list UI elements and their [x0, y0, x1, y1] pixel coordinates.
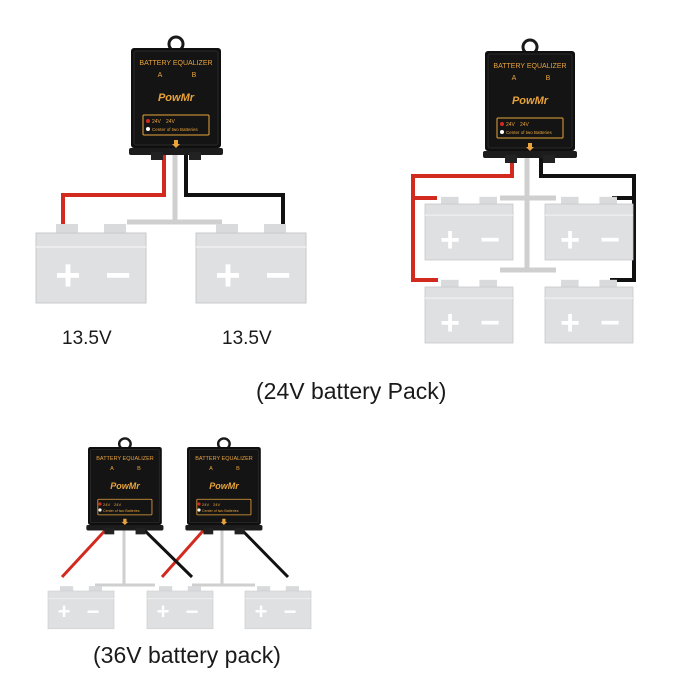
option-dot-icon [146, 127, 150, 131]
positive-wire [411, 148, 514, 282]
option-dot-icon [500, 130, 504, 134]
terminal-a-label: A [512, 75, 517, 82]
positive-wire [61, 150, 166, 228]
terminal-a-label: A [158, 72, 163, 79]
center-note: Center of two Batteries [506, 130, 553, 135]
plus-icon: + [560, 304, 580, 342]
caption-24v-pack: (24V battery Pack) [256, 378, 447, 404]
option-24v-label: 24V [152, 119, 162, 125]
terminal-b-label: B [236, 466, 240, 472]
terminal-b-label: B [137, 466, 141, 472]
plus-icon: + [58, 599, 71, 624]
center-wire [500, 148, 556, 273]
voltage-label-left: 13.5V [62, 328, 112, 349]
terminal-b-label: B [192, 72, 197, 79]
plus-icon: + [157, 599, 170, 624]
minus-icon: − [480, 304, 500, 342]
brand-logo: PowMr [158, 92, 195, 104]
brand-logo: PowMr [209, 481, 239, 491]
positive-wire [60, 521, 212, 579]
brand-logo: PowMr [110, 481, 140, 491]
minus-icon: − [265, 251, 291, 300]
option-dot-icon [146, 119, 150, 123]
minus-icon: − [186, 599, 199, 624]
diagram-36v-pack [47, 437, 312, 630]
device-labels-3b: BATTERY EQUALIZER A B PowMr 24V 24V Cent… [195, 456, 252, 513]
option-24v-b-label: 24V [166, 119, 176, 125]
minus-icon: − [87, 599, 100, 624]
terminal-a-label: A [110, 466, 114, 472]
diagram-24v-pack [411, 38, 636, 344]
center-wire [95, 523, 255, 587]
negative-wire [184, 150, 285, 228]
minus-icon: − [284, 599, 297, 624]
device-labels-3a: BATTERY EQUALIZER A B PowMr 24V 24V Cent… [96, 456, 153, 513]
option-24v-label: 24V [202, 502, 209, 507]
center-note: Center of two Batteries [152, 127, 199, 132]
option-24v-b-label: 24V [520, 122, 530, 128]
option-dot-icon [500, 122, 504, 126]
plus-icon: + [560, 221, 580, 259]
plus-icon: + [55, 251, 81, 300]
device-title: BATTERY EQUALIZER [139, 60, 212, 67]
option-24v-b-label: 24V [213, 502, 220, 507]
minus-icon: − [600, 221, 620, 259]
option-dot-icon [98, 508, 102, 512]
device-title: BATTERY EQUALIZER [195, 456, 252, 462]
voltage-label-right: 13.5V [222, 328, 272, 349]
center-wire [127, 150, 222, 225]
option-24v-label: 24V [103, 502, 110, 507]
terminal-a-label: A [209, 466, 213, 472]
option-24v-label: 24V [506, 122, 516, 128]
center-note: Center of two Batteries [103, 509, 140, 513]
device-labels-2: BATTERY EQUALIZER A B PowMr 24V 24V Cent… [493, 63, 566, 135]
diagram-two-batteries [35, 35, 307, 304]
device-title: BATTERY EQUALIZER [493, 63, 566, 70]
brand-logo: PowMr [512, 95, 549, 107]
option-dot-icon [98, 502, 102, 506]
minus-icon: − [105, 251, 131, 300]
option-dot-icon [197, 502, 201, 506]
minus-icon: − [600, 304, 620, 342]
minus-icon: − [480, 221, 500, 259]
center-note: Center of two Batteries [202, 509, 239, 513]
plus-icon: + [440, 221, 460, 259]
option-dot-icon [197, 508, 201, 512]
plus-icon: + [255, 599, 268, 624]
terminal-b-label: B [546, 75, 551, 82]
plus-icon: + [215, 251, 241, 300]
device-title: BATTERY EQUALIZER [96, 456, 153, 462]
option-24v-b-label: 24V [114, 502, 121, 507]
plus-icon: + [440, 304, 460, 342]
device-labels-1: BATTERY EQUALIZER A B PowMr 24V 24V Cent… [139, 60, 212, 132]
caption-36v-pack: (36V battery pack) [93, 642, 281, 668]
battery-symbols: + − + − + − + − + − + − + − + − + − [55, 221, 620, 624]
